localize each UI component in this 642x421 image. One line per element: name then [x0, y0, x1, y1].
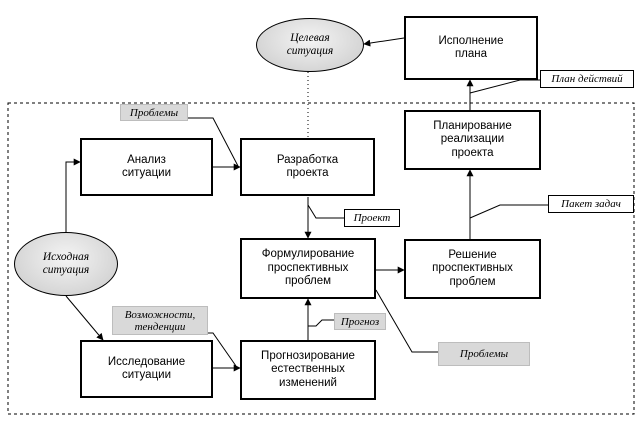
ellipse-initial-situation: Исходная ситуация	[14, 232, 118, 296]
pointer-task-package	[469, 204, 548, 219]
tag-problems-bottom: Проблемы	[438, 342, 530, 366]
tag-project: Проект	[344, 209, 400, 227]
ellipse-target-situation: Целевая ситуация	[256, 18, 364, 72]
arrow-execution-to-target	[363, 37, 405, 47]
pointer-problems-top	[188, 117, 239, 167]
box-analysis: Анализ ситуации	[80, 138, 213, 196]
tag-action-plan: План действий	[540, 70, 634, 88]
box-formulation: Формулирование проспективных проблем	[240, 238, 376, 299]
tag-forecast: Прогноз	[334, 313, 386, 330]
box-project-development: Разработка проекта	[240, 138, 375, 196]
tag-problems-top: Проблемы	[120, 104, 188, 121]
box-execution: Исполнение плана	[404, 16, 538, 80]
system-boundary	[7, 102, 635, 415]
tag-possibilities: Возможности, тенденции	[112, 306, 208, 335]
box-planning: Планирование реализации проекта	[404, 110, 541, 170]
pointer-project	[307, 204, 344, 219]
box-solution: Решение проспективных проблем	[404, 239, 541, 299]
box-research: Исследование ситуации	[80, 340, 213, 398]
arrow-initial-to-research	[65, 295, 104, 341]
box-forecasting: Прогнозирование естественных изменений	[240, 340, 376, 400]
tag-task-package: Пакет задач	[548, 195, 634, 213]
pointer-action-plan	[469, 79, 540, 94]
arrow-initial-to-analysis	[65, 158, 81, 232]
pointer-problems-bottom	[375, 289, 438, 353]
pointer-forecast	[308, 319, 334, 327]
